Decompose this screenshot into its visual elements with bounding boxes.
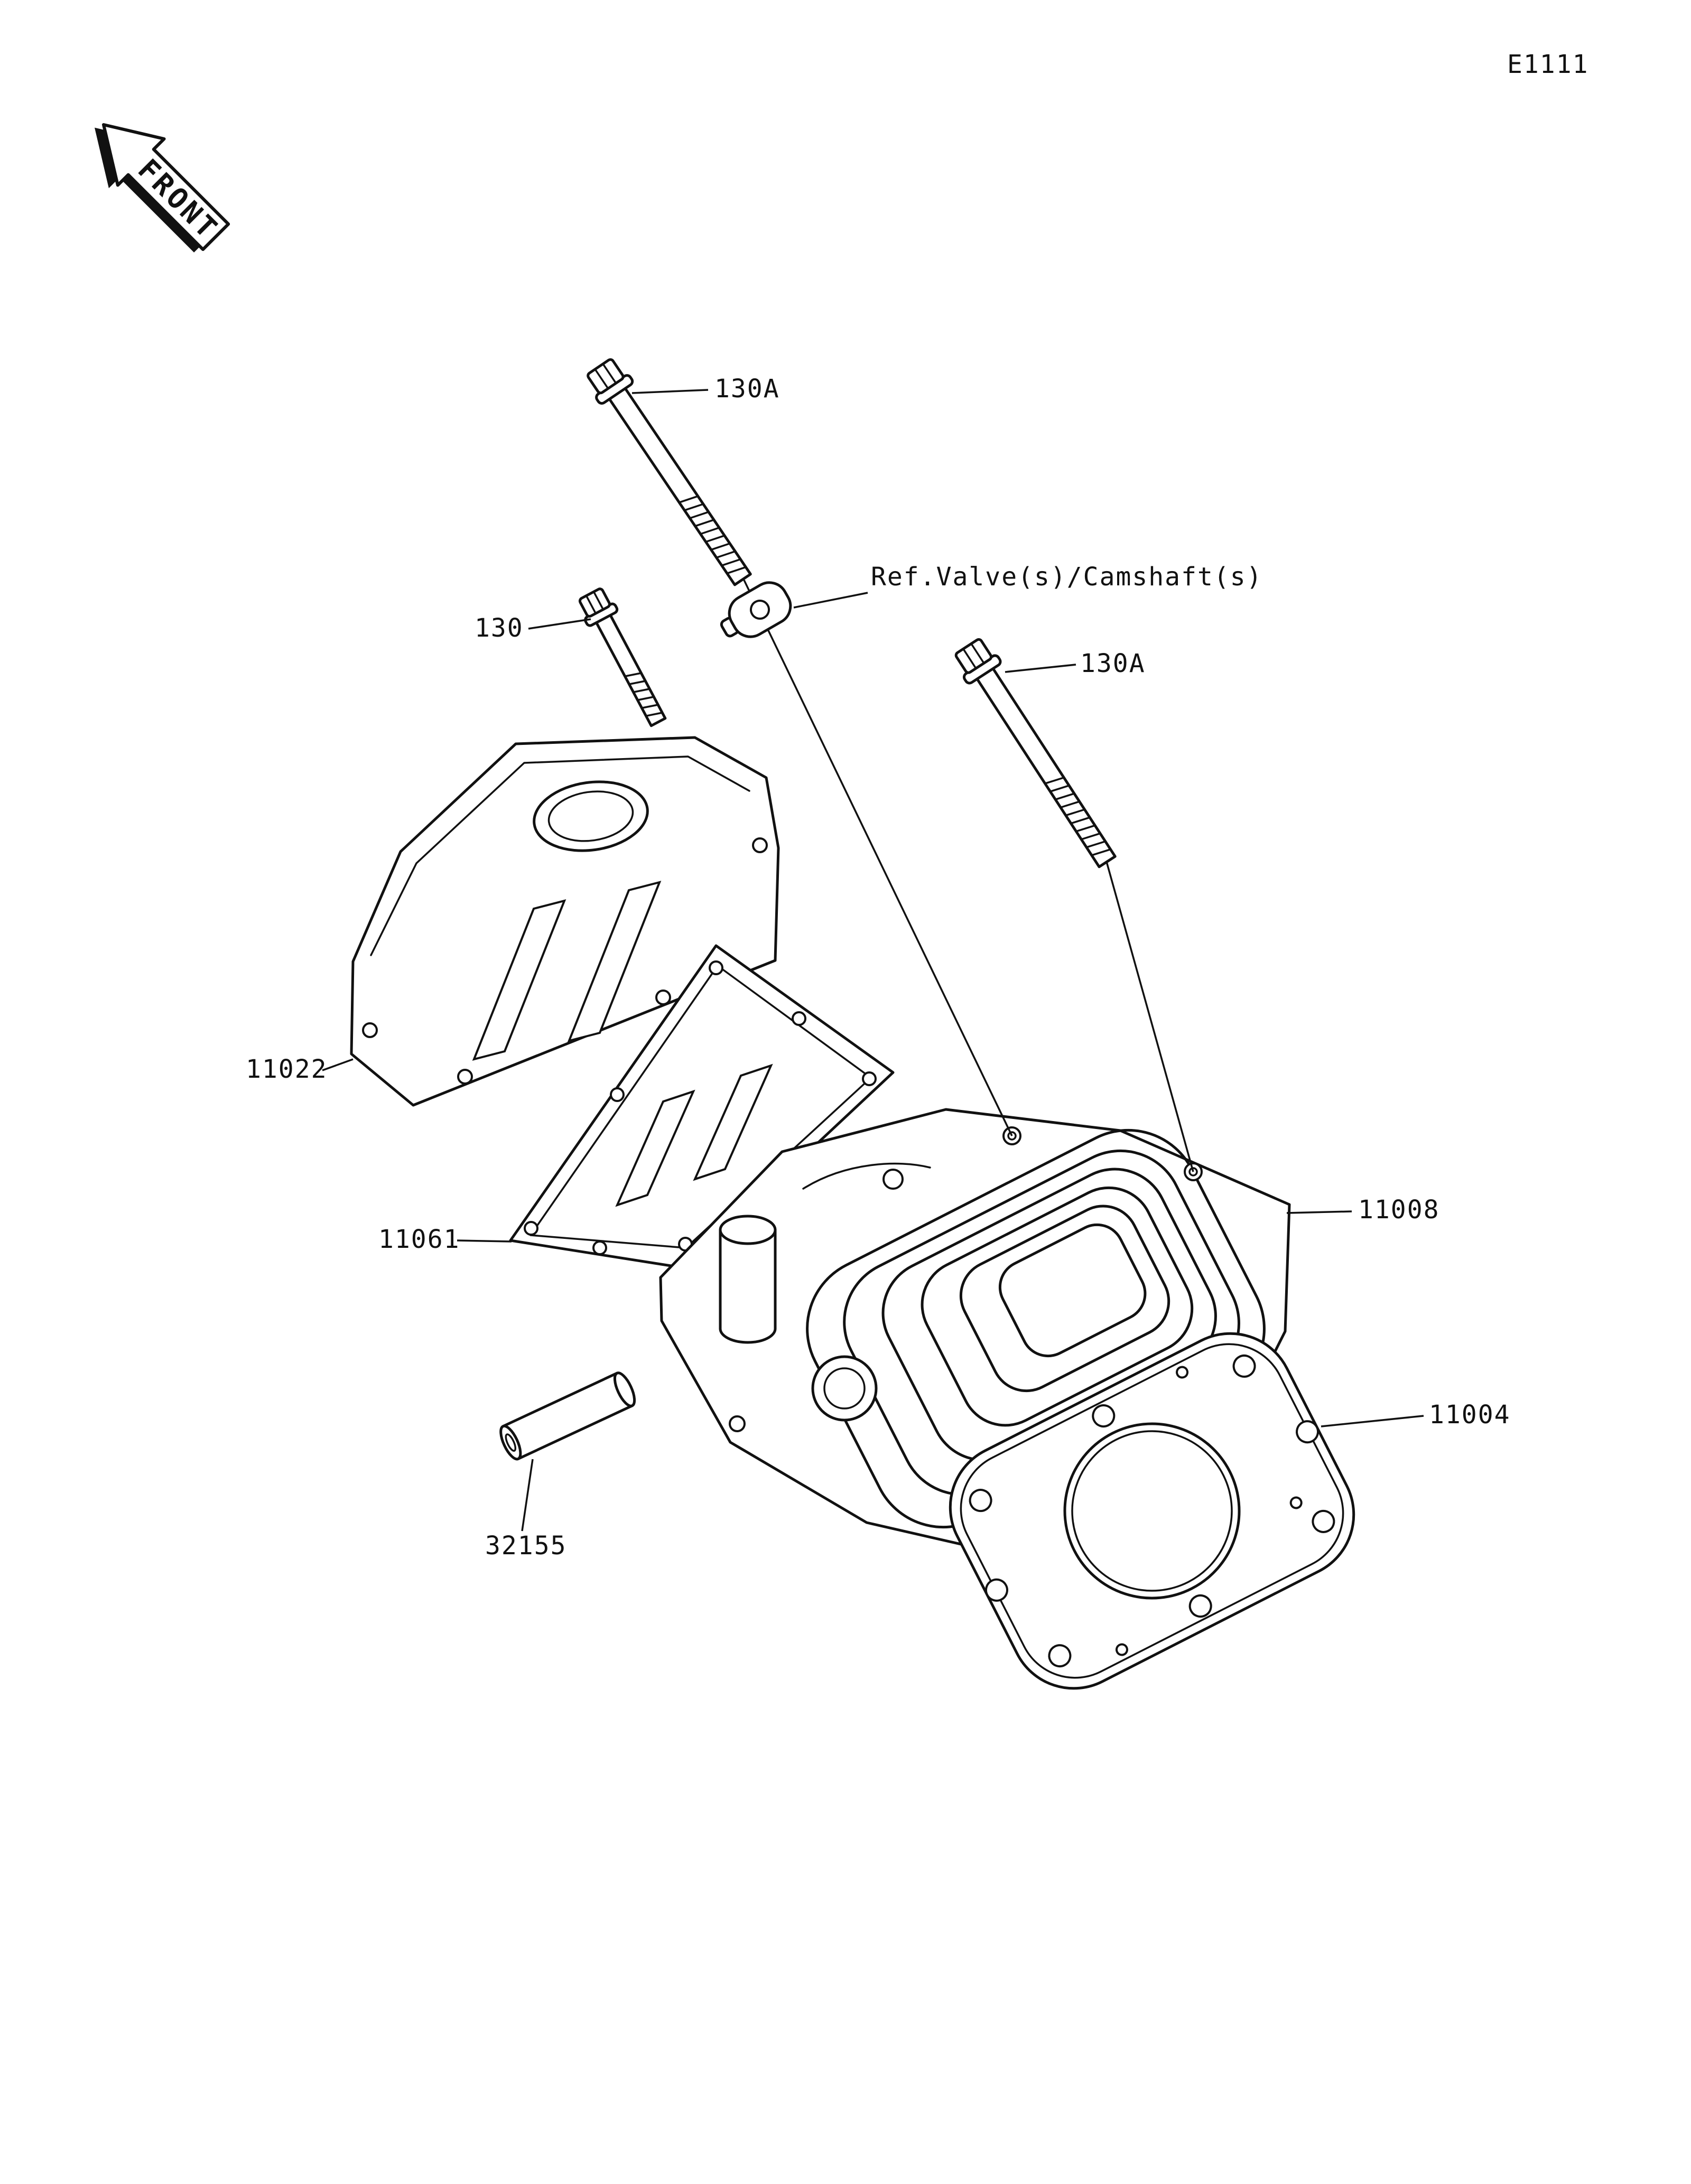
leader-11061 bbox=[457, 1239, 512, 1243]
leader-32155 bbox=[521, 1459, 534, 1532]
valve-guide-boss bbox=[719, 1215, 777, 1344]
front-arrow-icon: FRONT bbox=[95, 123, 230, 253]
bolt-seat-washer bbox=[720, 581, 792, 638]
leader-11008 bbox=[1286, 1210, 1352, 1214]
label-bolt-short: 130 bbox=[475, 613, 524, 643]
bolt-130-short bbox=[575, 586, 673, 730]
leader-11004 bbox=[1321, 1415, 1424, 1427]
exhaust-port bbox=[811, 1355, 878, 1422]
leader-130a-top bbox=[631, 389, 709, 394]
label-cylinder-head: 11008 bbox=[1358, 1195, 1440, 1225]
label-head-cover: 11022 bbox=[246, 1054, 328, 1084]
part-knock-pin bbox=[499, 1371, 636, 1461]
leader-11022 bbox=[322, 1058, 354, 1071]
part-cover-gasket bbox=[509, 944, 895, 1270]
leader-ref-note bbox=[793, 592, 868, 609]
label-bolt-right: 130A bbox=[1080, 649, 1146, 678]
cover-filler-opening bbox=[533, 780, 649, 852]
label-head-gasket: 11004 bbox=[1429, 1400, 1511, 1430]
label-bolt-top: 130A bbox=[714, 374, 780, 404]
bolt-axis-line-right bbox=[1104, 857, 1194, 1172]
bolt-axis-line-left bbox=[743, 580, 1013, 1136]
part-cylinder-head-cover bbox=[350, 736, 780, 1107]
label-cover-gasket: 11061 bbox=[378, 1225, 460, 1254]
part-head-gasket bbox=[949, 1332, 1355, 1690]
label-ref-note: Ref.Valve(s)/Camshaft(s) bbox=[871, 562, 1263, 592]
front-arrow-body bbox=[102, 123, 230, 251]
leader-130a-right bbox=[1005, 664, 1076, 673]
label-knock-pin: 32155 bbox=[485, 1531, 567, 1561]
page-code: E1111 bbox=[1507, 50, 1589, 79]
leader-130 bbox=[528, 618, 591, 630]
